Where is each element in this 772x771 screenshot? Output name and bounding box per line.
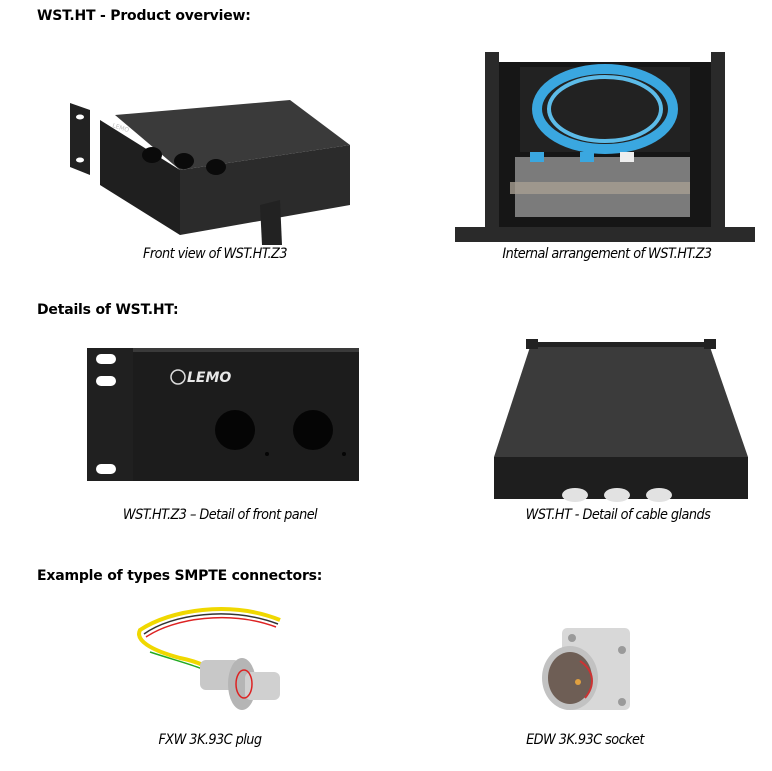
image-cable-glands [490, 337, 752, 502]
cable-glands-icon [494, 339, 748, 502]
caption-cable-glands: WST.HT - Detail of cable glands [525, 507, 711, 523]
rack-enclosure-icon: LEMO [70, 100, 350, 245]
open-enclosure-icon [455, 52, 755, 242]
smpte-socket-icon [542, 628, 630, 710]
smpte-plug-icon [137, 607, 281, 710]
caption-smpte-socket: EDW 3K.93C socket [526, 732, 644, 748]
section-heading-smpte-connectors: Example of types SMPTE connectors: [37, 568, 323, 584]
image-smpte-plug [130, 600, 290, 722]
image-front-panel-detail: LEMO [87, 348, 359, 481]
section-heading-product-overview: WST.HT - Product overview: [37, 8, 251, 24]
caption-front-view: Front view of WST.HT.Z3 [143, 246, 288, 262]
image-internal-arrangement [455, 52, 755, 242]
image-front-view: LEMO [70, 95, 355, 245]
section-heading-details: Details of WST.HT: [37, 302, 179, 318]
svg-text:LEMO: LEMO [187, 370, 231, 386]
caption-front-panel: WST.HT.Z3 – Detail of front panel [122, 507, 318, 523]
image-smpte-socket [540, 626, 632, 716]
front-panel-icon: LEMO [87, 348, 359, 481]
caption-internal-arrangement: Internal arrangement of WST.HT.Z3 [502, 246, 712, 262]
caption-smpte-plug: FXW 3K.93C plug [158, 732, 262, 748]
